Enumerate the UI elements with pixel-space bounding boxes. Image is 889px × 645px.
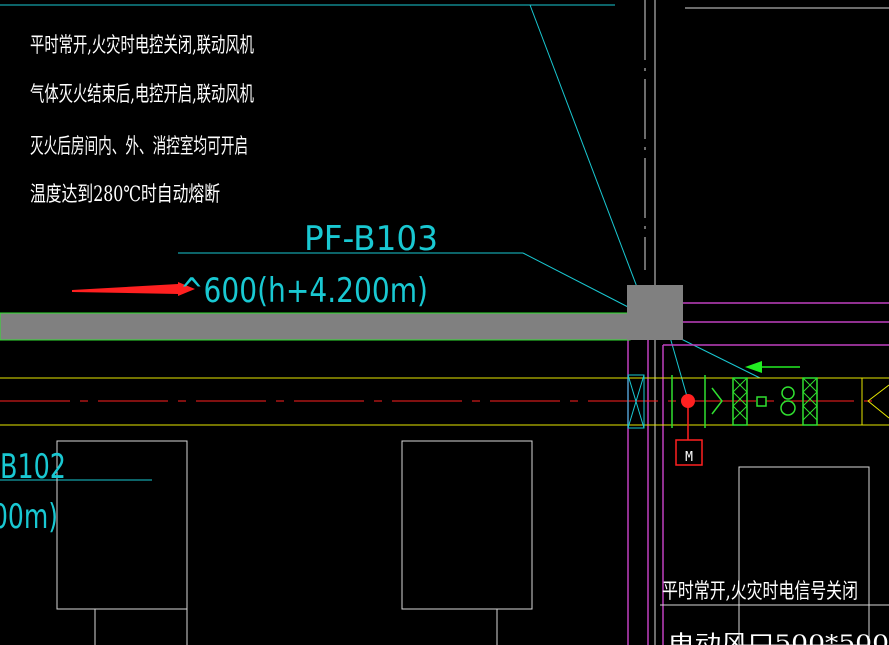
hatched-filter-right bbox=[802, 377, 818, 426]
room-box-right bbox=[738, 466, 870, 645]
note-line-2: 气体灭火结束后,电控开启,联动风机 bbox=[30, 82, 254, 106]
green-flow-arrow bbox=[745, 361, 800, 373]
duct-shaft-box bbox=[627, 285, 683, 340]
left-tag-size: 00m) bbox=[0, 497, 58, 537]
note-line-4: 温度达到280℃时自动熔断 bbox=[30, 182, 220, 206]
leader-line-tag bbox=[522, 252, 631, 309]
electric-damper-symbol bbox=[671, 375, 706, 466]
main-duct bbox=[0, 312, 631, 341]
room-box-left bbox=[56, 440, 188, 610]
left-tag-name: B102 bbox=[0, 447, 66, 487]
red-pointer-arrow bbox=[72, 282, 195, 296]
chevron-symbol bbox=[711, 387, 723, 415]
bottom-note-line-2: 电动风口500*500 bbox=[668, 631, 889, 645]
leader-line-top bbox=[529, 4, 641, 296]
fire-damper-symbol bbox=[627, 374, 645, 429]
room-box-middle bbox=[401, 440, 533, 610]
duct-tag-size: ^600(h+4.200m) bbox=[180, 271, 428, 311]
note-line-1: 平时常开,火灾时电控关闭,联动风机 bbox=[30, 33, 254, 57]
hatched-filter-left bbox=[732, 377, 748, 426]
note-line-3: 灭火后房间内、外、消控室均可开启 bbox=[30, 134, 248, 158]
leader-line-down bbox=[667, 329, 689, 401]
bottom-note-line-1: 平时常开,火灾时电信号关闭 bbox=[662, 579, 858, 603]
small-square-symbol bbox=[756, 396, 767, 407]
duct-end-fitting bbox=[861, 377, 889, 425]
actuator-label: M bbox=[685, 450, 693, 465]
duct-tag-name: PF-B103 bbox=[304, 219, 438, 259]
figure-eight-symbol bbox=[780, 386, 796, 416]
